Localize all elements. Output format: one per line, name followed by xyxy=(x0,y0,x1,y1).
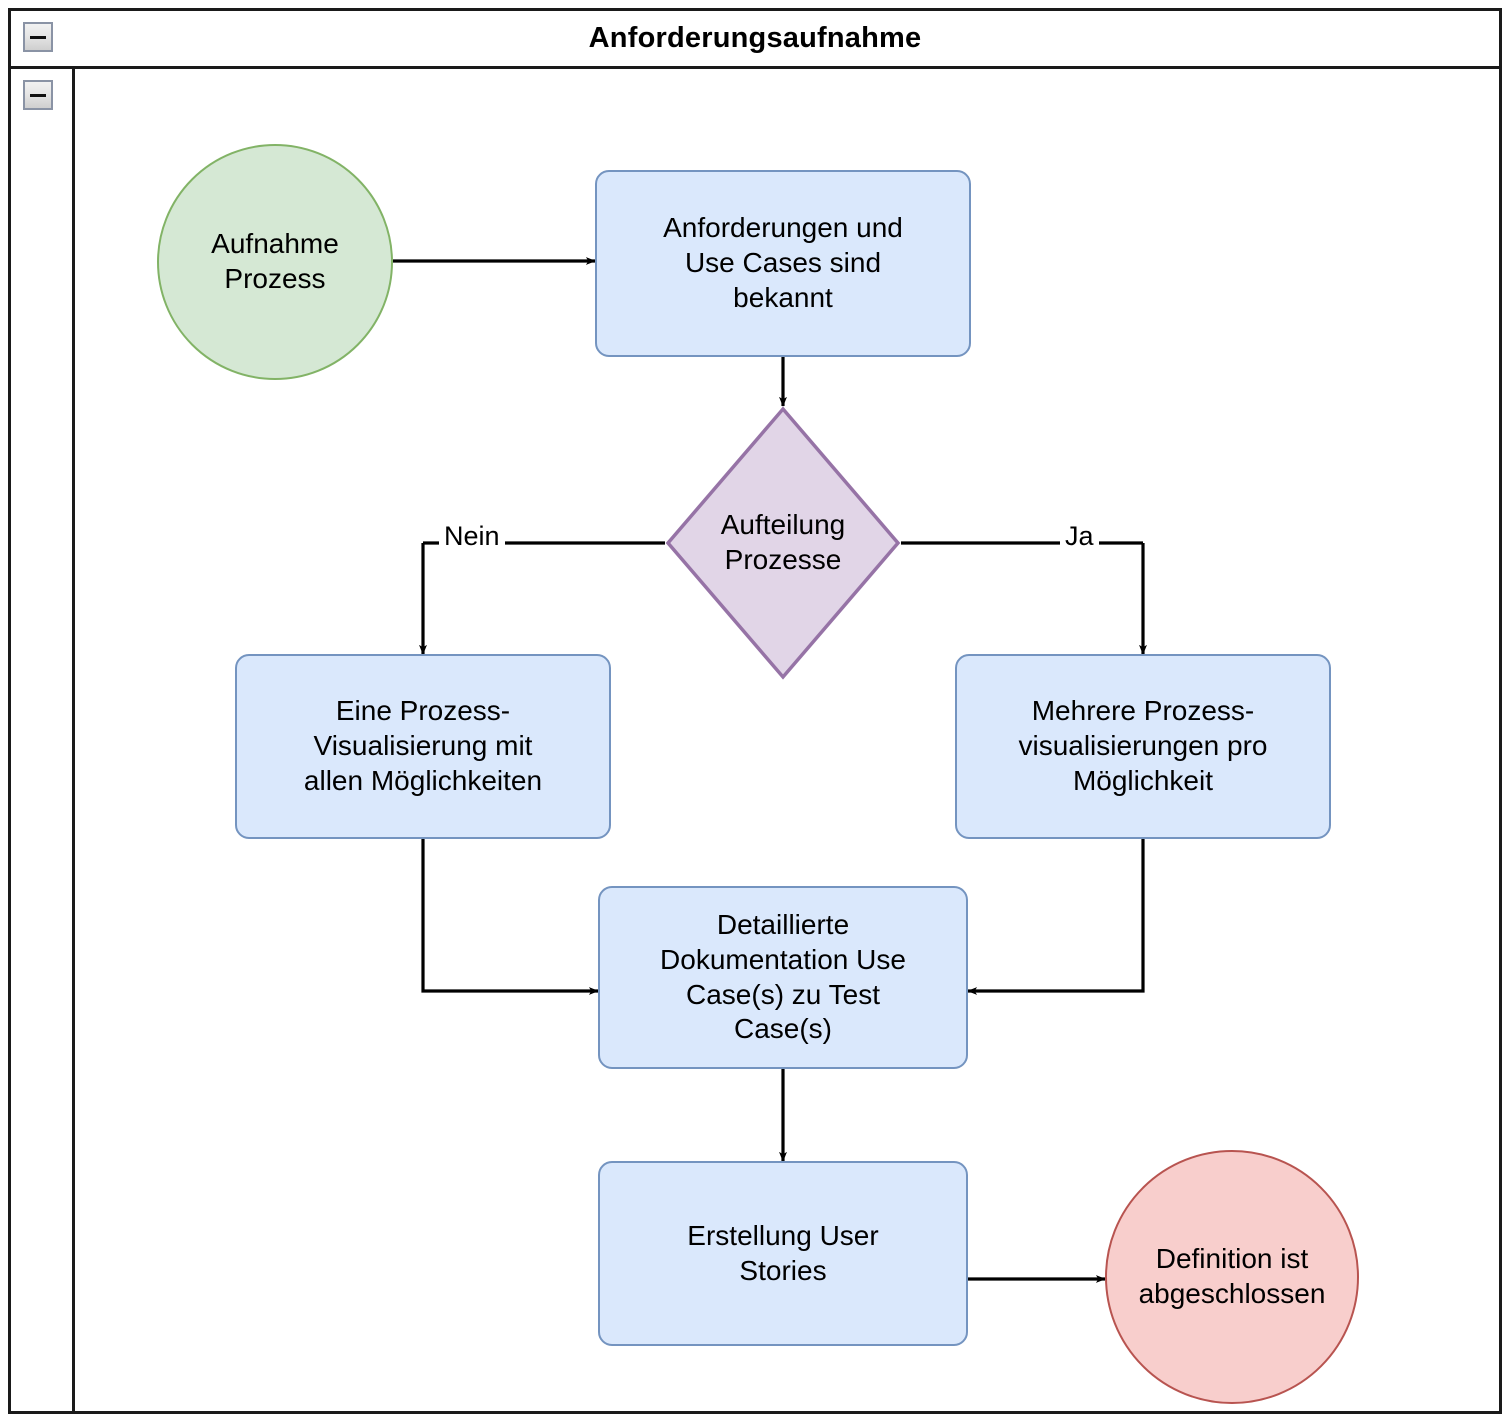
node-detailed-documentation[interactable]: Detaillierte Dokumentation Use Case(s) z… xyxy=(598,886,968,1069)
node-multiple-visualisations[interactable]: Mehrere Prozess- visualisierungen pro Mö… xyxy=(955,654,1331,839)
collapse-lane-button[interactable] xyxy=(23,80,53,110)
node-label: Aufteilung Prozesse xyxy=(720,509,846,575)
lane-body: Aufnahme Prozess Anforderungen und Use C… xyxy=(75,69,1499,1411)
edge-single-to-documentation xyxy=(421,839,599,995)
node-label: Definition ist abgeschlossen xyxy=(1138,1243,1326,1309)
page-title: Anforderungsaufnahme xyxy=(588,22,922,54)
pool-title-bar: Anforderungsaufnahme xyxy=(11,11,1499,69)
node-end-definition-complete[interactable]: Definition ist abgeschlossen xyxy=(1105,1150,1359,1404)
node-label: Eine Prozess- Visualisierung mit allen M… xyxy=(303,695,543,796)
node-label: Mehrere Prozess- visualisierungen pro Mö… xyxy=(1018,695,1268,796)
lane-header-gutter xyxy=(11,69,75,1411)
node-start-aufnahme-prozess[interactable]: Aufnahme Prozess xyxy=(157,144,393,380)
pool-frame: Anforderungsaufnahme xyxy=(8,8,1502,1414)
node-decision-aufteilung-prozesse[interactable]: Aufteilung Prozesse xyxy=(665,406,901,680)
diagram-canvas: Aufnahme Prozess Anforderungen und Use C… xyxy=(75,69,1499,1411)
node-label: Detaillierte Dokumentation Use Case(s) z… xyxy=(660,909,906,1045)
edge-multiple-to-documentation xyxy=(967,839,1145,995)
node-requirements-known[interactable]: Anforderungen und Use Cases sind bekannt xyxy=(595,170,971,357)
node-label: Erstellung User Stories xyxy=(687,1219,879,1286)
node-label: Anforderungen und Use Cases sind bekannt xyxy=(663,212,903,313)
node-label: Aufnahme Prozess xyxy=(211,228,339,294)
collapse-pool-button[interactable] xyxy=(23,22,53,52)
edge-label-nein: Nein xyxy=(439,521,505,552)
edge-label-ja: Ja xyxy=(1060,521,1099,552)
diamond-shape xyxy=(665,406,901,680)
node-single-visualisation[interactable]: Eine Prozess- Visualisierung mit allen M… xyxy=(235,654,611,839)
node-create-user-stories[interactable]: Erstellung User Stories xyxy=(598,1161,968,1346)
